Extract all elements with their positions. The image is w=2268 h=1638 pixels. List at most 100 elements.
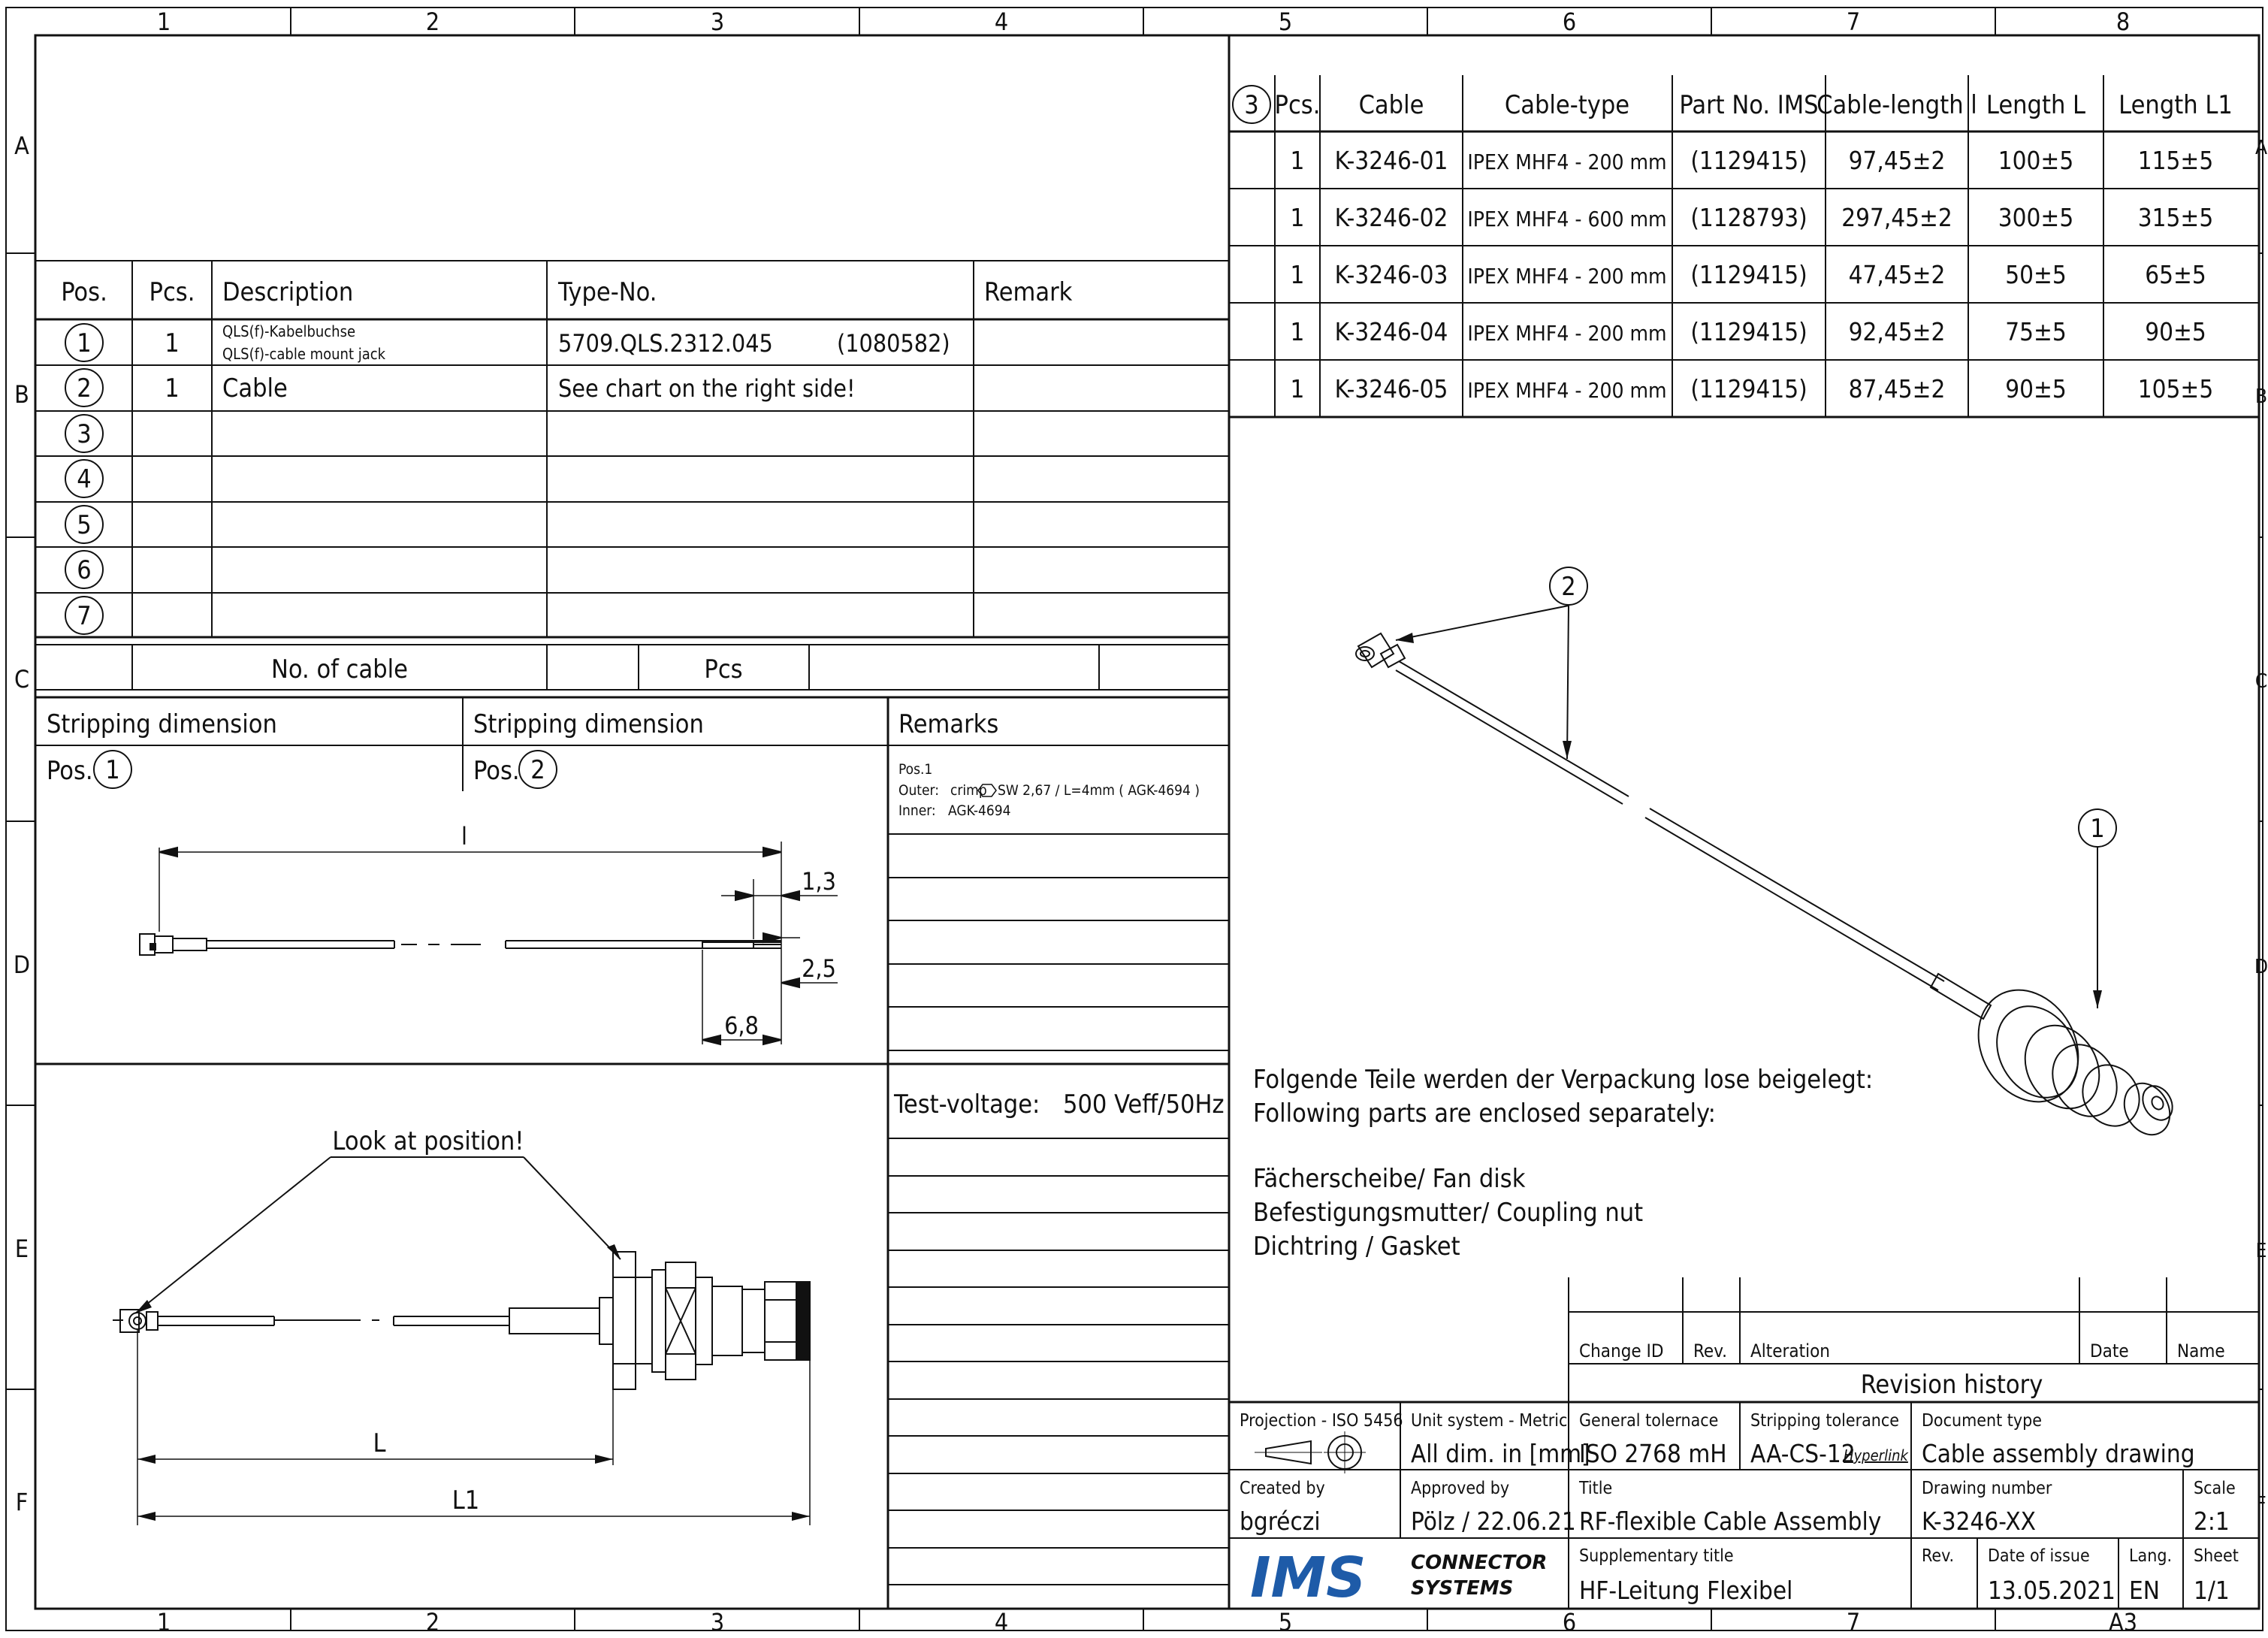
col-number-8: 8 <box>2116 8 2130 36</box>
remarks-inner-text: AGK-4694 <box>948 802 1010 819</box>
document-type-value: Cable assembly drawing <box>1922 1439 2195 1468</box>
chart-header-pcs: Pcs. <box>1275 90 1321 120</box>
stripping-pos-label-1: Pos. <box>47 756 93 786</box>
chart-cell-pcs: 1 <box>1291 260 1305 289</box>
pcs-value: 1 <box>165 328 179 358</box>
scale-value: 2:1 <box>2194 1507 2230 1536</box>
pos-number: 7 <box>77 601 91 631</box>
isometric-view-drawing: 2 1 <box>1355 567 2173 1136</box>
pos-number: 5 <box>77 510 91 540</box>
chart-header-length-l: Length L <box>1986 90 2085 120</box>
chart-cell-part-no: (1129415) <box>1690 260 1807 289</box>
stripping-pos-number-1: 1 <box>105 755 119 785</box>
scale-label: Scale <box>2194 1479 2236 1498</box>
chart-cell-cable-type: IPEX MHF4 - 600 mm <box>1467 207 1666 231</box>
logo-sub-1: CONNECTOR <box>1411 1552 1547 1574</box>
stripping-drawing <box>139 842 838 1046</box>
col-header-pcs: Pcs. <box>149 277 195 307</box>
chart-cell-length-l: 50±5 <box>2005 260 2067 289</box>
pcs-label: Pcs <box>704 654 742 685</box>
chart-cell-cable-length: 297,45±2 <box>1841 203 1952 232</box>
iso-callout-2: 2 <box>1561 572 1575 602</box>
chart-cell-pcs: 1 <box>1291 203 1305 232</box>
remarks-title: Remarks <box>898 709 998 739</box>
dim-label-l: l <box>461 822 467 851</box>
row-letter-b-right: B <box>2255 385 2267 408</box>
chart-cell-length-l1: 105±5 <box>2138 374 2213 403</box>
col-number-6: 6 <box>1563 8 1576 36</box>
chart-header-cable-length: Cable-length l <box>1817 90 1977 120</box>
chart-cell-cable-type: IPEX MHF4 - 200 mm <box>1467 321 1666 346</box>
chart-cell-cable-length: 87,45±2 <box>1849 374 1946 403</box>
approved-by-value: Pölz / 22.06.21 <box>1411 1507 1576 1536</box>
stripping-tolerance-hyperlink[interactable]: Hyperlink <box>1844 1446 1909 1464</box>
chart-cell-part-no: (1129415) <box>1690 374 1807 403</box>
supplementary-title-label: Supplementary title <box>1579 1546 1734 1566</box>
approved-by-label: Approved by <box>1411 1479 1509 1498</box>
description-cable: Cable <box>222 373 288 403</box>
pos-number: 1 <box>77 328 91 358</box>
pos-number: 4 <box>77 464 91 494</box>
col-number-7: 7 <box>1847 8 1860 36</box>
remarks-outer-label: Outer: <box>898 782 939 799</box>
col-number-6-bottom: 6 <box>1563 1608 1576 1636</box>
row-letter-a: A <box>14 131 29 160</box>
date-of-issue-label: Date of issue <box>1988 1546 2090 1566</box>
col-number-1: 1 <box>157 8 171 36</box>
language-label: Lang. <box>2129 1546 2172 1566</box>
cable-chart-table: 3 Pcs. Cable Cable-type Part No. IMS Cab… <box>1229 75 2259 419</box>
test-voltage-value: 500 Veff/50Hz <box>1063 1089 1225 1120</box>
parts-list-table: Pos. Pcs. Description Type-No. Remark 1 … <box>35 260 1229 691</box>
chart-cell-cable-type: IPEX MHF4 - 200 mm <box>1467 378 1666 403</box>
logo-text: IMS <box>1250 1546 1366 1610</box>
logo-sub-2: SYSTEMS <box>1411 1577 1513 1600</box>
unit-system-value: All dim. in [mm] <box>1411 1439 1590 1468</box>
stripping-pos-number-2: 2 <box>530 755 545 785</box>
remarks-line-pos: Pos.1 <box>898 761 932 778</box>
chart-cell-part-no: (1128793) <box>1690 203 1807 232</box>
dim-label-L: L <box>373 1428 385 1458</box>
stripping-title-2: Stripping dimension <box>473 709 704 739</box>
remarks-inner-label: Inner: <box>898 802 936 819</box>
enclosed-parts-notes: Folgende Teile werden der Verpackung los… <box>1253 1065 1873 1262</box>
col-number-7-bottom: 7 <box>1847 1608 1860 1636</box>
row-letter-a-right: A <box>2255 137 2267 159</box>
position-circles <box>65 323 104 635</box>
row-letter-d-right: D <box>2254 956 2268 978</box>
chart-cell-length-l: 300±5 <box>1998 203 2073 232</box>
document-type-label: Document type <box>1922 1411 2042 1431</box>
created-by-label: Created by <box>1240 1479 1325 1498</box>
chart-pos-number: 3 <box>1244 90 1258 120</box>
hyperlink-text[interactable]: Hyperlink <box>1844 1446 1909 1464</box>
col-number-2: 2 <box>426 8 439 36</box>
note-item-fan-disk: Fächerscheibe/ Fan disk <box>1253 1164 1526 1194</box>
dim-label-2-5: 2,5 <box>802 954 836 983</box>
title-value: RF-flexible Cable Assembly <box>1579 1507 1881 1536</box>
date-of-issue-value: 13.05.2021 <box>1988 1576 2115 1605</box>
row-letter-f: F <box>16 1488 29 1516</box>
projection-symbol-icon <box>1255 1431 1366 1473</box>
pos-number: 2 <box>77 373 91 403</box>
chart-cell-cable: K-3246-02 <box>1335 203 1448 232</box>
row-letter-e-right: E <box>2256 1240 2267 1262</box>
chart-cell-cable-length: 47,45±2 <box>1849 260 1946 289</box>
title-label: Title <box>1578 1479 1612 1498</box>
chart-cell-length-l: 90±5 <box>2005 374 2067 403</box>
col-number-5: 5 <box>1279 8 1292 36</box>
row-letter-c: C <box>14 665 29 694</box>
rev-col-rev: Rev. <box>1693 1340 1727 1361</box>
supplementary-title-value: HF-Leitung Flexibel <box>1579 1576 1792 1605</box>
col-header-remark: Remark <box>984 277 1073 307</box>
chart-cell-pcs: 1 <box>1291 146 1305 175</box>
note-line-en: Following parts are enclosed separately: <box>1253 1099 1716 1129</box>
stripping-title-1: Stripping dimension <box>47 709 277 739</box>
chart-cell-length-l1: 315±5 <box>2138 203 2213 232</box>
type-no-value: 5709.QLS.2312.045 <box>558 329 773 358</box>
col-header-pos: Pos. <box>61 277 107 307</box>
hexagon-icon <box>977 784 997 797</box>
remarks-outer-text: crimp <box>950 782 987 799</box>
unit-system-label: Unit system - Metric <box>1411 1411 1567 1431</box>
chart-cell-cable-type: IPEX MHF4 - 200 mm <box>1467 150 1666 174</box>
description-line-2: QLS(f)-cable mount jack <box>222 345 386 363</box>
projection-label: Projection - ISO 5456 <box>1240 1411 1403 1431</box>
